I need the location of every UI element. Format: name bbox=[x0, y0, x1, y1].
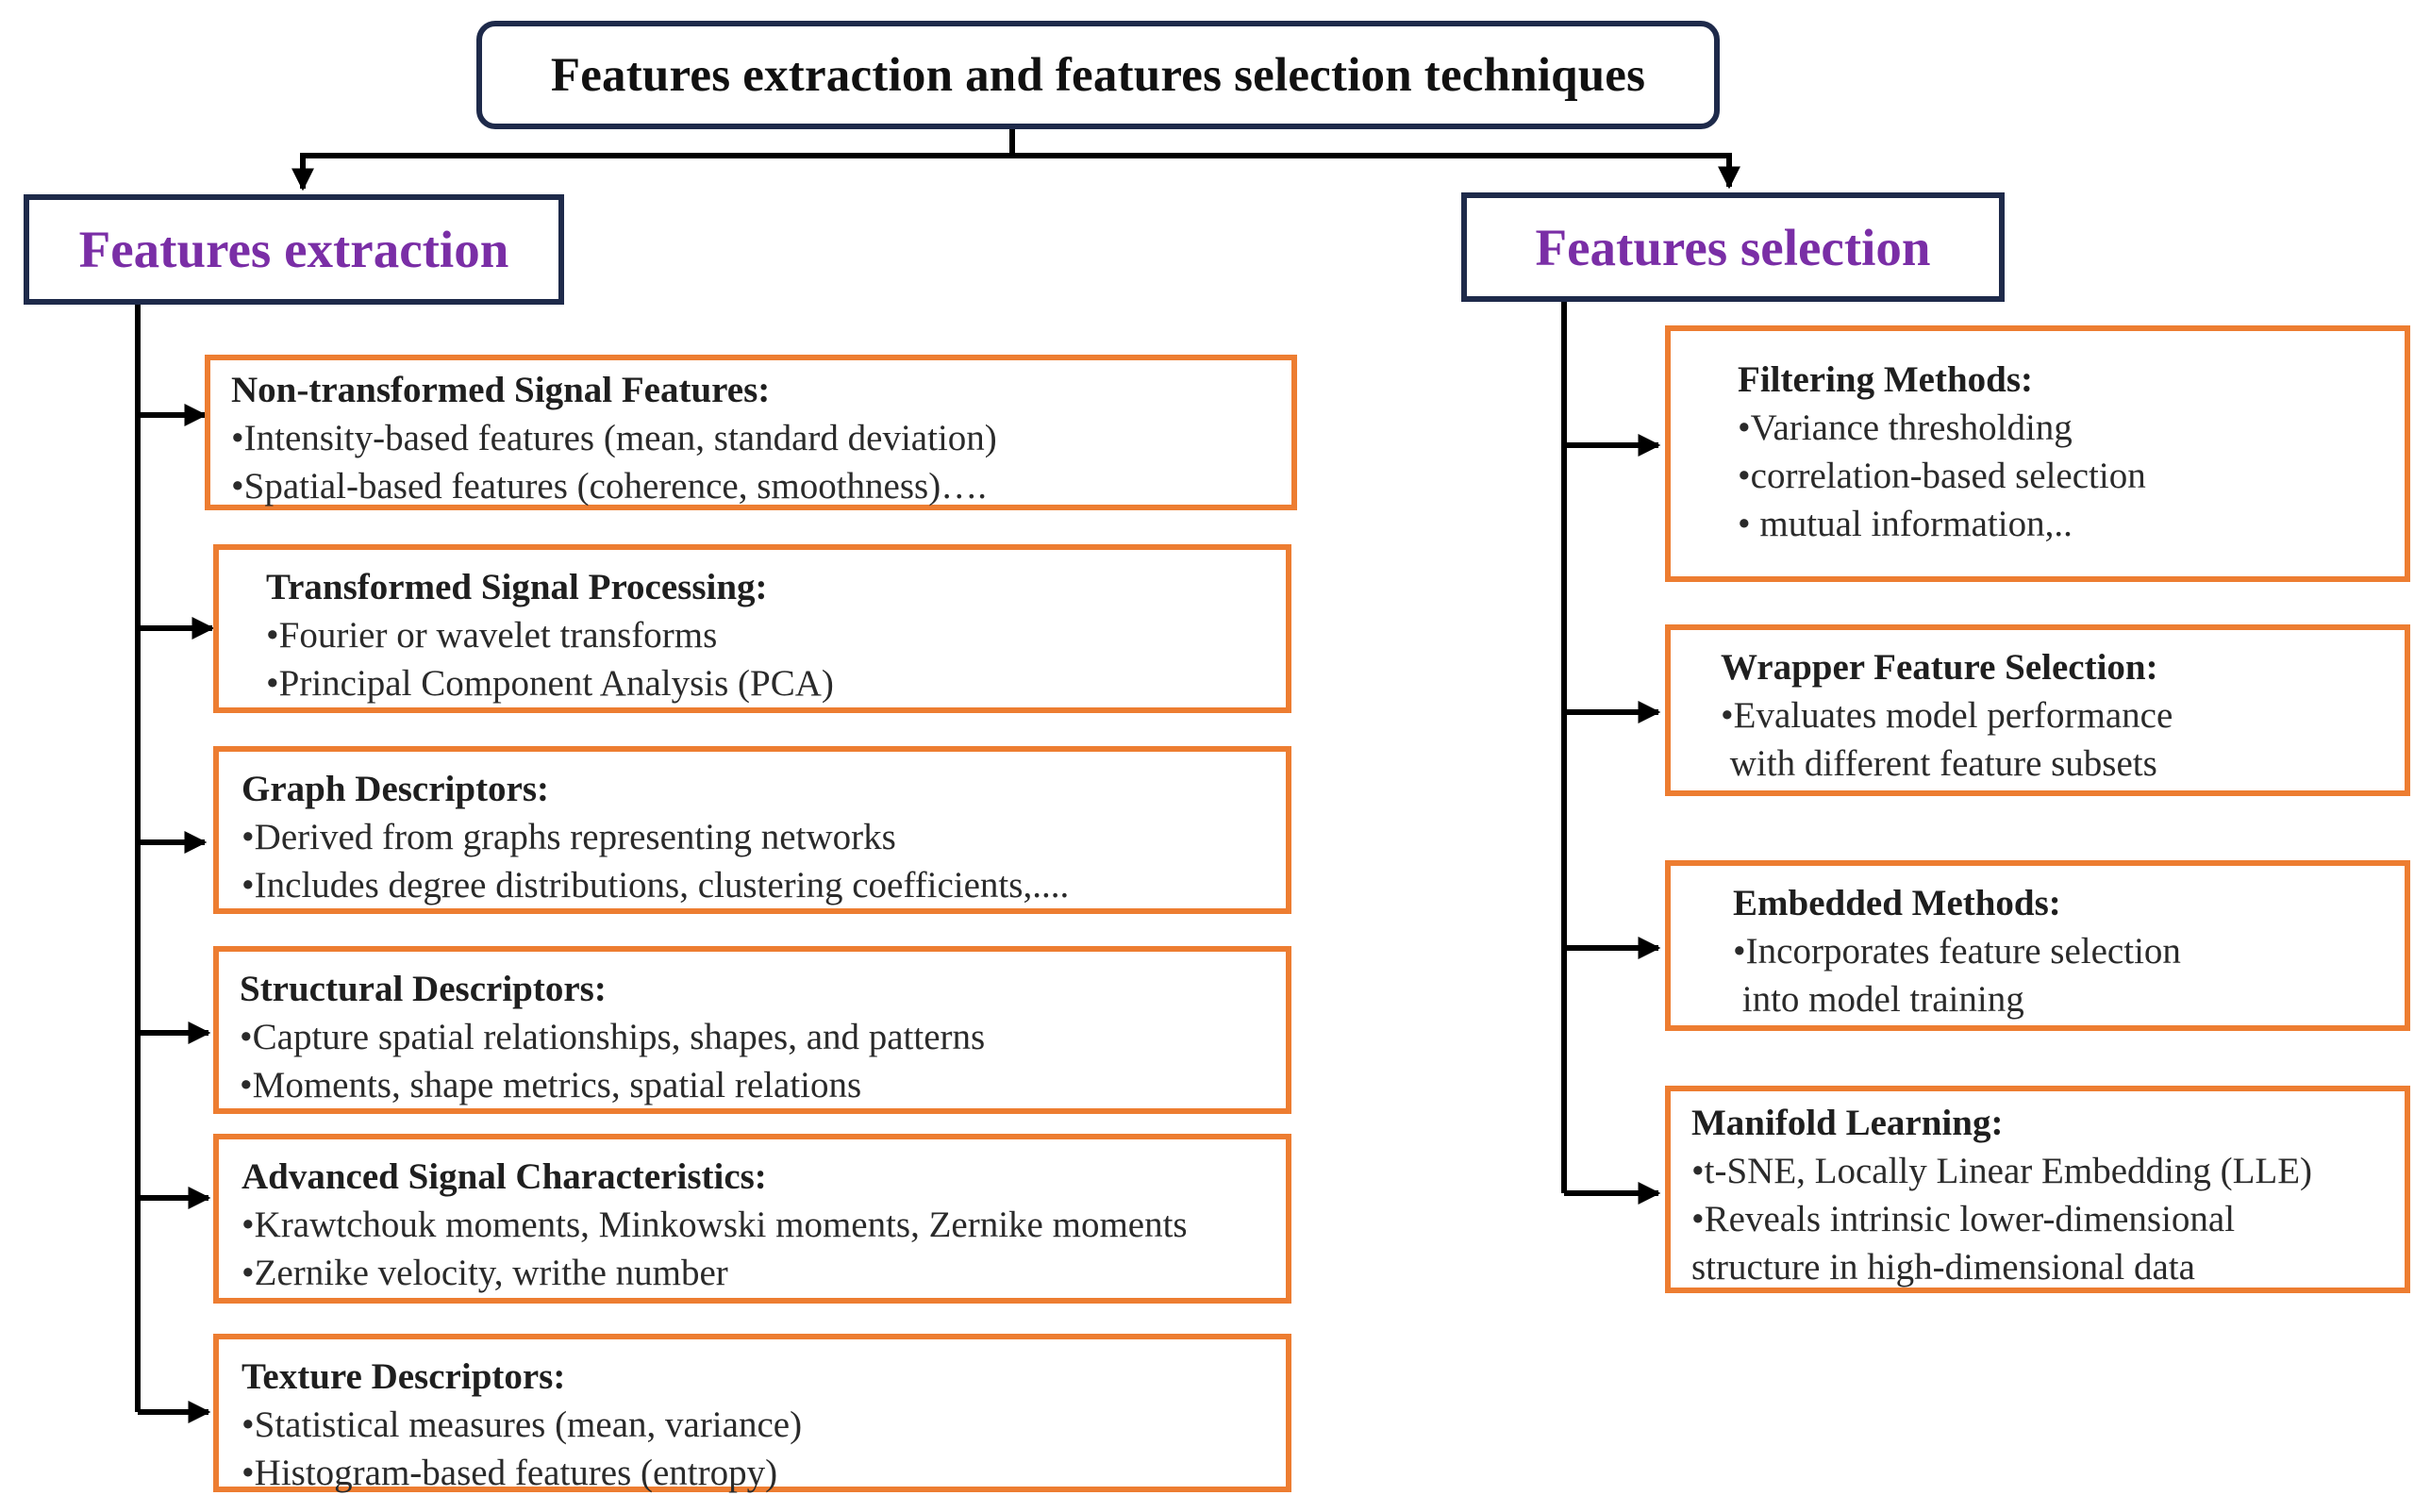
extraction-item: Non-transformed Signal Features: •Intens… bbox=[205, 355, 1297, 510]
extraction-item-line: •Statistical measures (mean, variance) bbox=[241, 1404, 803, 1445]
extraction-item-title: Transformed Signal Processing: bbox=[266, 567, 768, 607]
extraction-item: Graph Descriptors: •Derived from graphs … bbox=[213, 746, 1291, 914]
extraction-item-title: Texture Descriptors: bbox=[241, 1356, 566, 1397]
extraction-item-title: Structural Descriptors: bbox=[240, 969, 607, 1009]
extraction-item: Texture Descriptors: •Statistical measur… bbox=[213, 1334, 1291, 1493]
extraction-item-line: •Includes degree distributions, clusteri… bbox=[241, 865, 1070, 906]
selection-item-title: Filtering Methods: bbox=[1738, 359, 2034, 400]
selection-item-line: • mutual information,.. bbox=[1738, 504, 2073, 544]
selection-item: Embedded Methods: •Incorporates feature … bbox=[1665, 860, 2410, 1031]
selection-item-line: •Reveals intrinsic lower-dimensional bbox=[1691, 1199, 2236, 1239]
selection-item: Wrapper Feature Selection: •Evaluates mo… bbox=[1665, 624, 2410, 796]
extraction-item: Structural Descriptors: •Capture spatial… bbox=[213, 946, 1291, 1114]
extraction-title: Features extraction bbox=[78, 221, 509, 278]
extraction-item-line: •Capture spatial relationships, shapes, … bbox=[240, 1017, 986, 1057]
selection-item-line: structure in high-dimensional data bbox=[1691, 1247, 2195, 1288]
selection-item-title: Wrapper Feature Selection: bbox=[1721, 647, 2158, 688]
selection-item-line: •correlation-based selection bbox=[1738, 456, 2146, 496]
extraction-item-line: •Derived from graphs representing networ… bbox=[241, 817, 896, 857]
extraction-item-line: •Principal Component Analysis (PCA) bbox=[266, 663, 834, 704]
extraction-item: Advanced Signal Characteristics: •Krawtc… bbox=[213, 1134, 1291, 1304]
selection-item-line: •Incorporates feature selection bbox=[1733, 931, 2181, 972]
selection-item-line: •Variance thresholding bbox=[1738, 407, 2073, 448]
extraction-item-line: •Krawtchouk moments, Minkowski moments, … bbox=[241, 1205, 1188, 1245]
selection-item-title: Embedded Methods: bbox=[1733, 883, 2061, 923]
selection-item: Filtering Methods: •Variance thresholdin… bbox=[1665, 325, 2410, 582]
extraction-item-title: Non-transformed Signal Features: bbox=[231, 370, 771, 410]
extraction-item-line: •Spatial-based features (coherence, smoo… bbox=[231, 466, 987, 507]
extraction-item-title: Graph Descriptors: bbox=[241, 769, 550, 809]
selection-item-line: into model training bbox=[1733, 979, 2024, 1020]
extraction-item-title: Advanced Signal Characteristics: bbox=[241, 1156, 767, 1197]
selection-item-line: •Evaluates model performance bbox=[1721, 695, 2173, 736]
selection-item-title: Manifold Learning: bbox=[1691, 1103, 2004, 1143]
extraction-item-line: •Moments, shape metrics, spatial relatio… bbox=[240, 1065, 862, 1105]
root-node: Features extraction and features selecti… bbox=[476, 21, 1720, 129]
extraction-item-line: •Intensity-based features (mean, standar… bbox=[231, 418, 997, 458]
root-title: Features extraction and features selecti… bbox=[550, 48, 1646, 102]
extraction-category: Features extraction bbox=[24, 194, 564, 305]
extraction-item-line: •Histogram-based features (entropy) bbox=[241, 1453, 778, 1493]
selection-title: Features selection bbox=[1535, 218, 1931, 276]
extraction-item: Transformed Signal Processing: •Fourier … bbox=[213, 544, 1291, 713]
selection-item: Manifold Learning: •t-SNE, Locally Linea… bbox=[1665, 1086, 2410, 1293]
extraction-item-line: •Fourier or wavelet transforms bbox=[266, 615, 718, 656]
selection-category: Features selection bbox=[1461, 192, 2005, 302]
selection-item-line: with different feature subsets bbox=[1721, 743, 2157, 784]
selection-item-line: •t-SNE, Locally Linear Embedding (LLE) bbox=[1691, 1151, 2313, 1191]
extraction-item-line: •Zernike velocity, writhe number bbox=[241, 1253, 728, 1293]
